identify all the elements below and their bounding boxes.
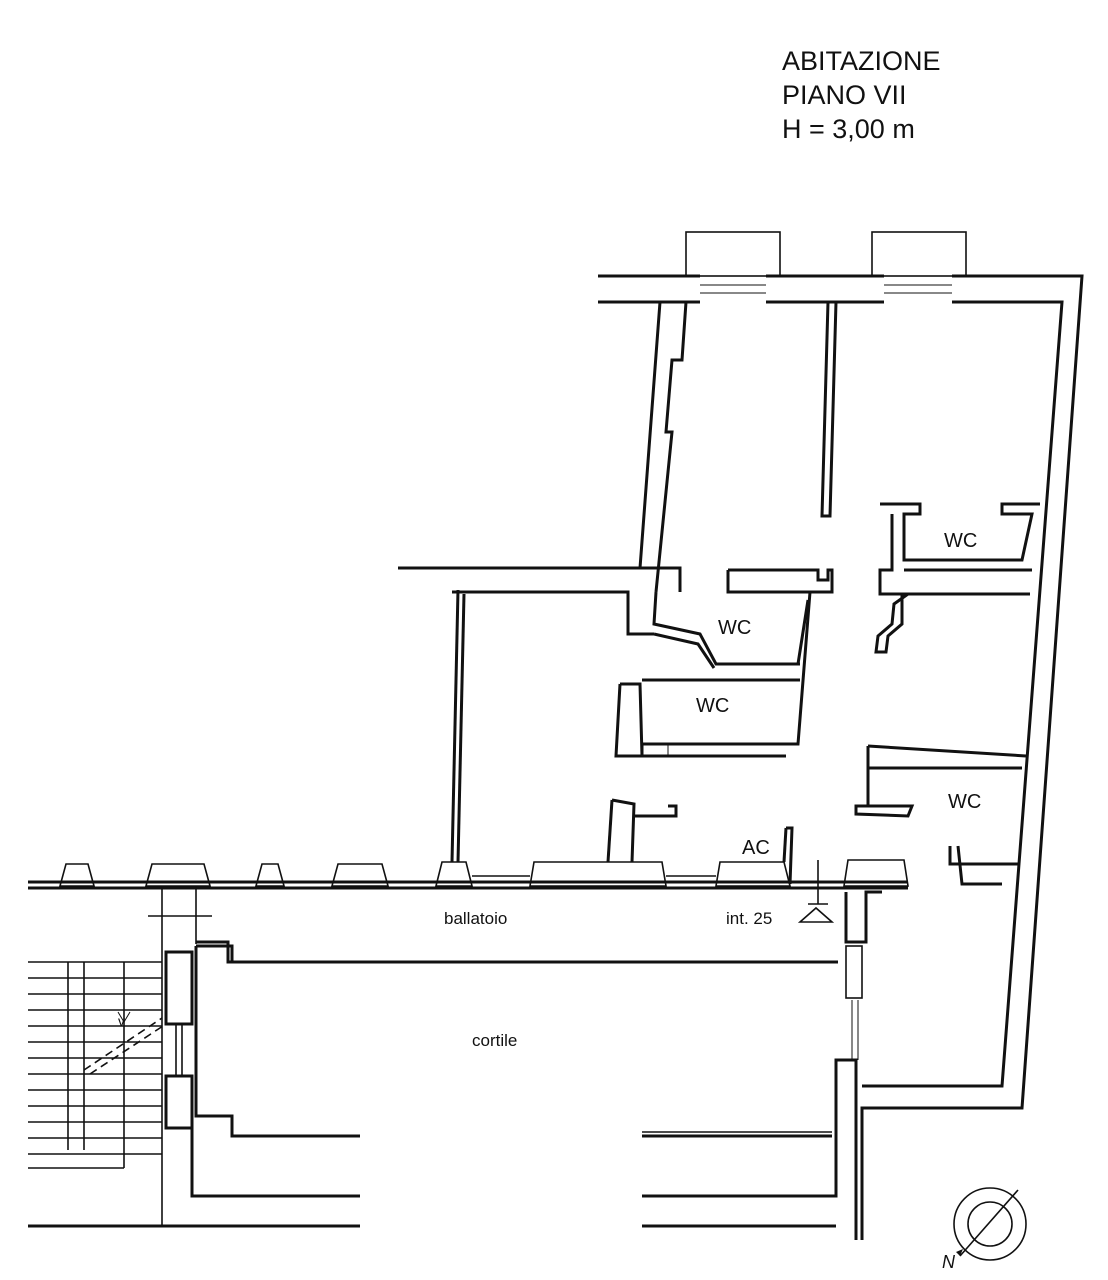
title-dwelling: ABITAZIONE <box>782 46 941 76</box>
interior-partitions <box>450 301 1040 886</box>
gallery-walls <box>28 859 909 964</box>
unit-number-label: int. 25 <box>726 909 772 928</box>
stair-arrow-head <box>117 1011 131 1023</box>
wc-left-label: WC <box>696 695 729 717</box>
north-label: N <box>942 1252 956 1272</box>
wc-top-right-label: WC <box>944 530 977 552</box>
staircase: v <box>28 886 212 1226</box>
plan-title-block: ABITAZIONE PIANO VII H = 3,00 m <box>782 44 941 146</box>
stair-direction-label: v <box>118 1013 125 1029</box>
gallery-label: ballatoio <box>444 909 507 928</box>
north-compass: N <box>942 1187 1027 1272</box>
title-floor: PIANO VII <box>782 80 907 110</box>
courtyard-label: cortile <box>472 1031 517 1050</box>
apartment-outer-walls <box>398 231 1084 1240</box>
ac-label: AC <box>742 837 770 859</box>
title-height: H = 3,00 m <box>782 114 915 144</box>
wc-center-label: WC <box>718 617 751 639</box>
courtyard-walls <box>28 945 863 1240</box>
wc-bottom-right-label: WC <box>948 791 981 813</box>
room-labels: WC WC WC WC AC ballatoio int. 25 cortile <box>444 530 981 1050</box>
